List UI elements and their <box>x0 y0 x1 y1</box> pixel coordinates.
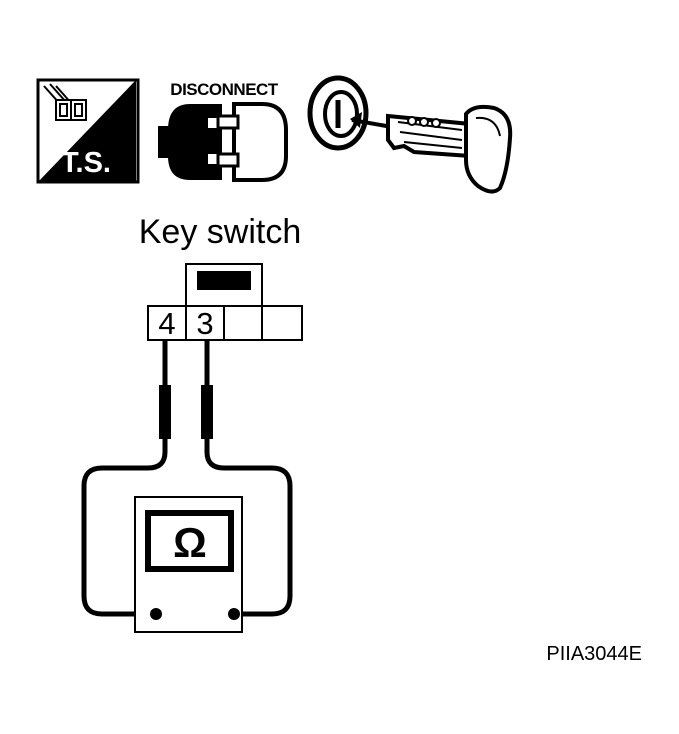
pin-4-label: 4 <box>158 306 175 341</box>
figure-code: PIIA3044E <box>546 643 642 665</box>
disconnect-label: DISCONNECT <box>170 80 279 99</box>
ohmmeter: Ω <box>134 496 243 633</box>
ohm-symbol: Ω <box>173 519 207 566</box>
disconnect-icon: DISCONNECT <box>158 80 288 182</box>
probe-leads <box>81 340 293 617</box>
connector-face: 4 3 <box>147 263 303 341</box>
trouble-shooting-text: T.S. <box>61 147 111 179</box>
meter-terminal-right <box>228 608 240 620</box>
diagram-title: Key switch <box>139 213 302 251</box>
trouble-shooting-icon: T.S. <box>36 78 140 184</box>
ignition-key-icon <box>307 75 513 194</box>
pin-3-label: 3 <box>196 306 213 341</box>
meter-terminal-left <box>150 608 162 620</box>
